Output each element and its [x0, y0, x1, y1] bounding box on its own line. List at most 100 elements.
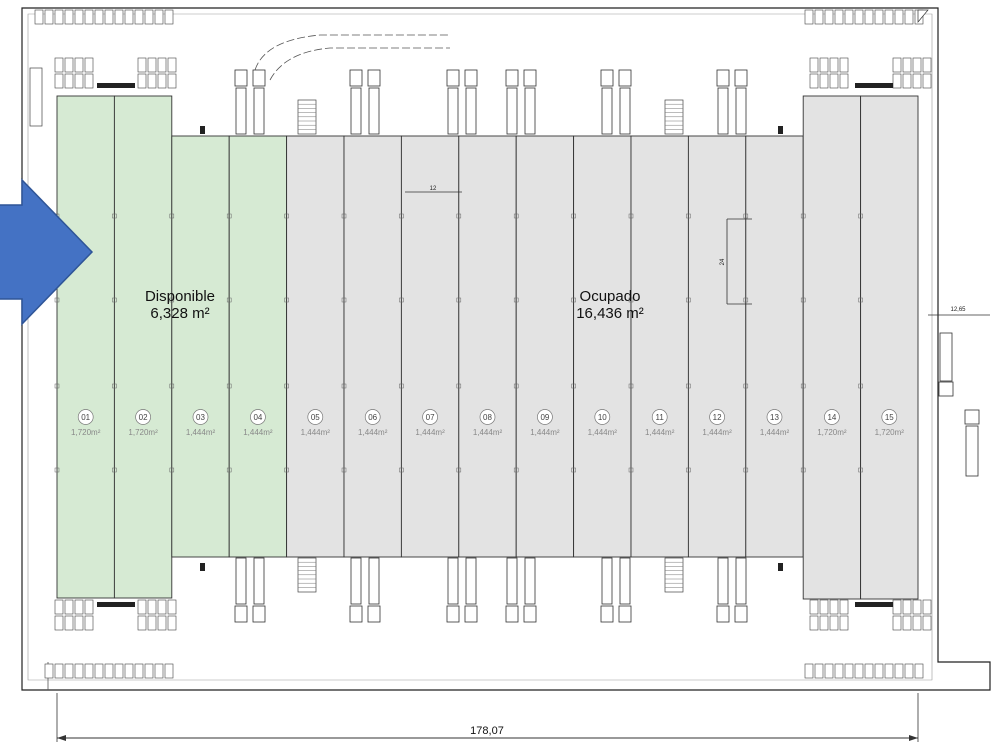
parking-stall	[167, 73, 177, 89]
unit-07[interactable]: 071,444m²	[399, 135, 460, 558]
unit-area: 1,444m²	[588, 428, 618, 437]
unit-01[interactable]: 011,720m²	[54, 95, 115, 599]
truck-trailer	[368, 557, 380, 605]
column-marker	[54, 383, 60, 389]
unit-12[interactable]: 121,444m²	[686, 135, 747, 558]
parking-stall	[829, 599, 839, 615]
unit-08[interactable]: 081,444m²	[456, 135, 517, 558]
parking-stall	[922, 73, 932, 89]
column-marker	[284, 297, 289, 303]
parking-stall	[854, 663, 864, 679]
parking-stall	[64, 57, 74, 73]
truck-trailer	[235, 557, 247, 605]
truck-cab	[505, 69, 519, 87]
unit-11[interactable]: 111,444m²	[628, 135, 689, 558]
truck-cab	[252, 605, 266, 623]
parking-stall	[824, 9, 834, 25]
column-marker	[112, 297, 117, 303]
truck-cab	[446, 69, 460, 87]
parking-stall	[809, 599, 819, 615]
occupied-area: 16,436 m²	[576, 305, 644, 322]
unit-rect	[228, 135, 288, 558]
parking-stall	[829, 57, 839, 73]
column-marker	[686, 383, 691, 389]
column-marker	[743, 383, 749, 389]
access-road-curve	[254, 34, 450, 71]
column-marker	[54, 297, 60, 303]
column-marker	[226, 467, 232, 473]
parking-stall	[137, 57, 147, 73]
dock-leveler	[855, 83, 893, 88]
parking-stall	[874, 663, 884, 679]
parking-stall	[829, 615, 839, 631]
parking-stall	[809, 57, 819, 73]
parking-stall	[839, 57, 849, 73]
unit-09[interactable]: 091,444m²	[513, 135, 575, 558]
unit-area: 1,444m²	[186, 428, 216, 437]
unit-area: 1,720m²	[817, 428, 847, 437]
parking-stall	[844, 9, 854, 25]
unit-15[interactable]: 151,720m²	[858, 95, 919, 600]
parking-stall	[902, 599, 912, 615]
column-marker	[513, 297, 519, 303]
total-width-dim: 178,07	[470, 725, 504, 737]
unit-04[interactable]: 041,444m²	[226, 135, 288, 558]
column-marker	[628, 297, 634, 303]
unit-rect	[573, 135, 632, 558]
truck-trailer	[601, 87, 613, 135]
truck-trailer	[619, 557, 631, 605]
parking-stall	[902, 73, 912, 89]
parking-stall	[894, 663, 904, 679]
available-label: Disponible	[145, 288, 215, 305]
truck-cab	[505, 605, 519, 623]
unit-06[interactable]: 061,444m²	[341, 135, 402, 558]
bollard	[778, 126, 783, 134]
parking-stall	[902, 57, 912, 73]
unit-area: 1,444m²	[645, 428, 675, 437]
column-marker	[284, 383, 289, 389]
unit-14[interactable]: 141,720m²	[800, 95, 862, 600]
column-marker	[800, 467, 806, 473]
parking-stall	[154, 9, 164, 25]
unit-13[interactable]: 131,444m²	[743, 135, 804, 558]
truck-cab	[367, 605, 381, 623]
truck-trailer	[447, 557, 459, 605]
column-marker	[743, 297, 749, 303]
unit-number: 06	[368, 413, 377, 422]
column-marker	[513, 213, 519, 219]
parking-stall	[819, 599, 829, 615]
column-marker	[571, 467, 576, 473]
occupied-label: Ocupado	[580, 288, 641, 305]
unit-02[interactable]: 021,720m²	[112, 95, 173, 599]
column-marker	[743, 213, 749, 219]
parking-stall	[84, 9, 94, 25]
parking-stall	[74, 9, 84, 25]
bay-depth-dim: 24	[720, 258, 726, 265]
truck-cab	[349, 605, 363, 623]
truck-cab	[964, 409, 980, 425]
parking-stall	[892, 615, 902, 631]
unit-05[interactable]: 051,444m²	[284, 135, 345, 558]
unit-rect	[113, 95, 173, 599]
parking-stall	[94, 9, 104, 25]
parking-stall	[814, 9, 824, 25]
parking-stall	[157, 615, 167, 631]
unit-number-circle	[881, 409, 898, 425]
unit-rect	[400, 135, 460, 558]
truck-cab	[367, 69, 381, 87]
parking-stall	[74, 57, 84, 73]
parking-stall	[829, 73, 839, 89]
unit-03[interactable]: 031,444m²	[169, 135, 230, 558]
parking-stall	[147, 599, 157, 615]
truck-cab	[464, 605, 478, 623]
parking-stall	[157, 57, 167, 73]
unit-10[interactable]: 101,444m²	[571, 135, 632, 558]
unit-area: 1,720m²	[875, 428, 905, 437]
parking-stall	[819, 57, 829, 73]
unit-number: 02	[139, 413, 148, 422]
truck-trailer	[619, 87, 631, 135]
parking-stall	[154, 663, 164, 679]
unit-number-circle	[594, 409, 611, 425]
parking-stall	[114, 663, 124, 679]
